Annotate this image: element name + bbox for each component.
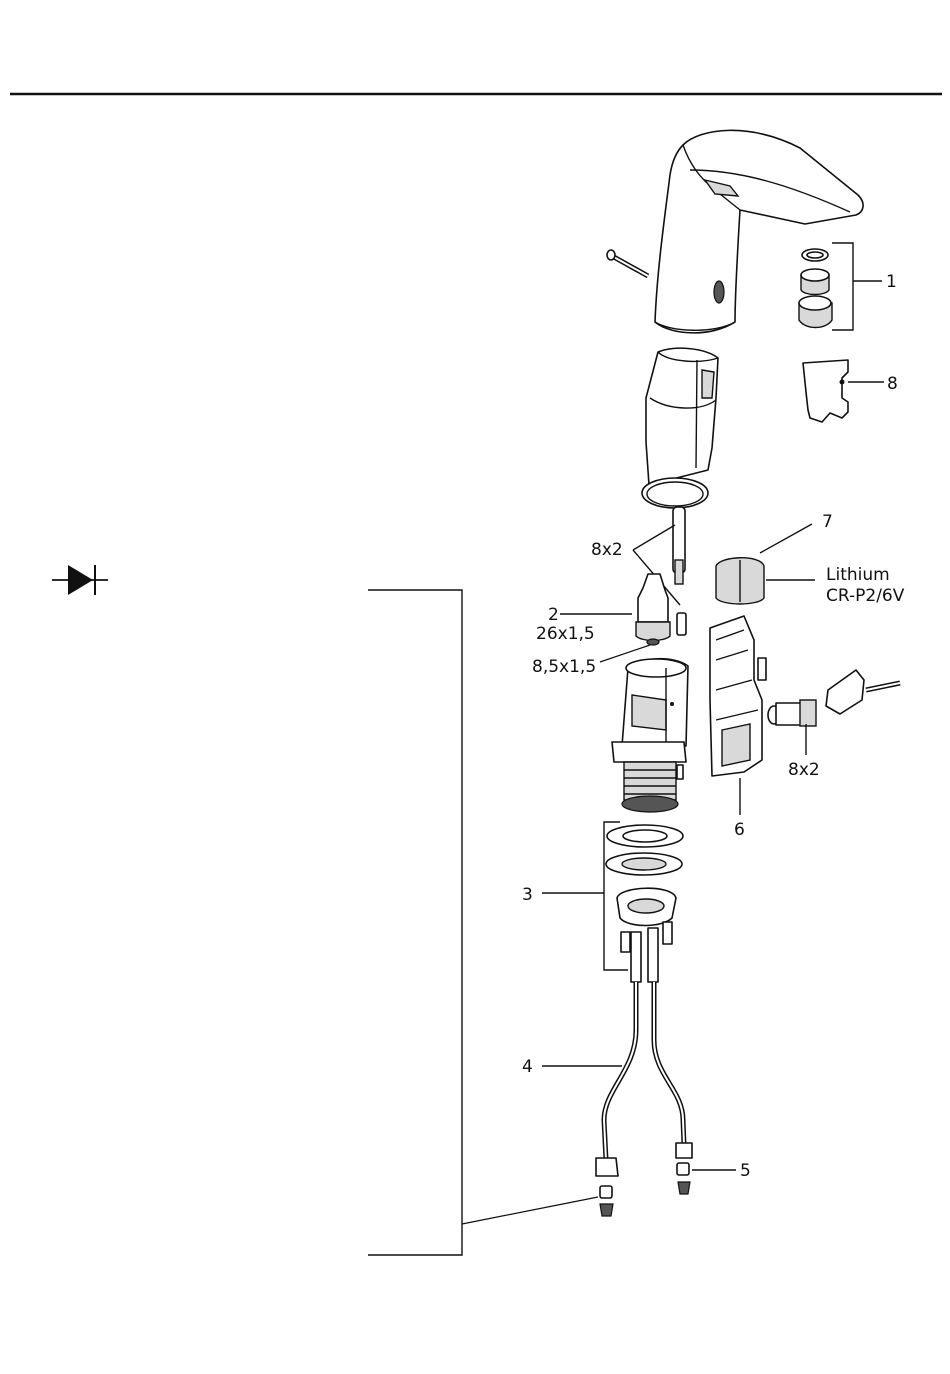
callout-7: 7 — [822, 512, 833, 532]
dim-26x15: 26x1,5 — [536, 624, 595, 644]
callout-5: 5 — [740, 1161, 751, 1181]
dim-8x2-lower: 8x2 — [788, 760, 820, 780]
callout-line-7 — [760, 524, 812, 553]
callout-6: 6 — [734, 820, 745, 840]
electronics-housing — [710, 616, 766, 776]
dim-85x15: 8,5x1,5 — [532, 657, 596, 677]
battery — [716, 558, 764, 604]
kit-bracket — [368, 590, 462, 1255]
solenoid-valve — [768, 700, 816, 726]
diode-symbol-icon — [52, 565, 108, 595]
service-key — [803, 360, 848, 422]
kit-bracket-leader — [462, 1197, 598, 1224]
callout-bracket-3 — [542, 822, 628, 970]
battery-label-2: CR-P2/6V — [826, 586, 905, 606]
mounting-clip — [826, 670, 900, 714]
mixer-base-body — [612, 659, 688, 812]
dim-8x2-upper: 8x2 — [591, 540, 623, 560]
callout-4: 4 — [522, 1057, 533, 1077]
screw-part — [607, 250, 648, 276]
callout-2: 2 — [548, 605, 559, 625]
callout-1: 1 — [886, 272, 897, 292]
supply-hoses — [596, 928, 692, 1176]
mounting-washers — [606, 825, 683, 952]
callout-8: 8 — [887, 374, 898, 394]
aerator-set — [799, 249, 832, 328]
callout-bracket-1 — [832, 243, 882, 330]
callout-3: 3 — [522, 885, 533, 905]
connector-pin — [673, 507, 685, 584]
sensor-sleeve — [646, 348, 718, 485]
battery-label-1: Lithium — [826, 565, 890, 585]
